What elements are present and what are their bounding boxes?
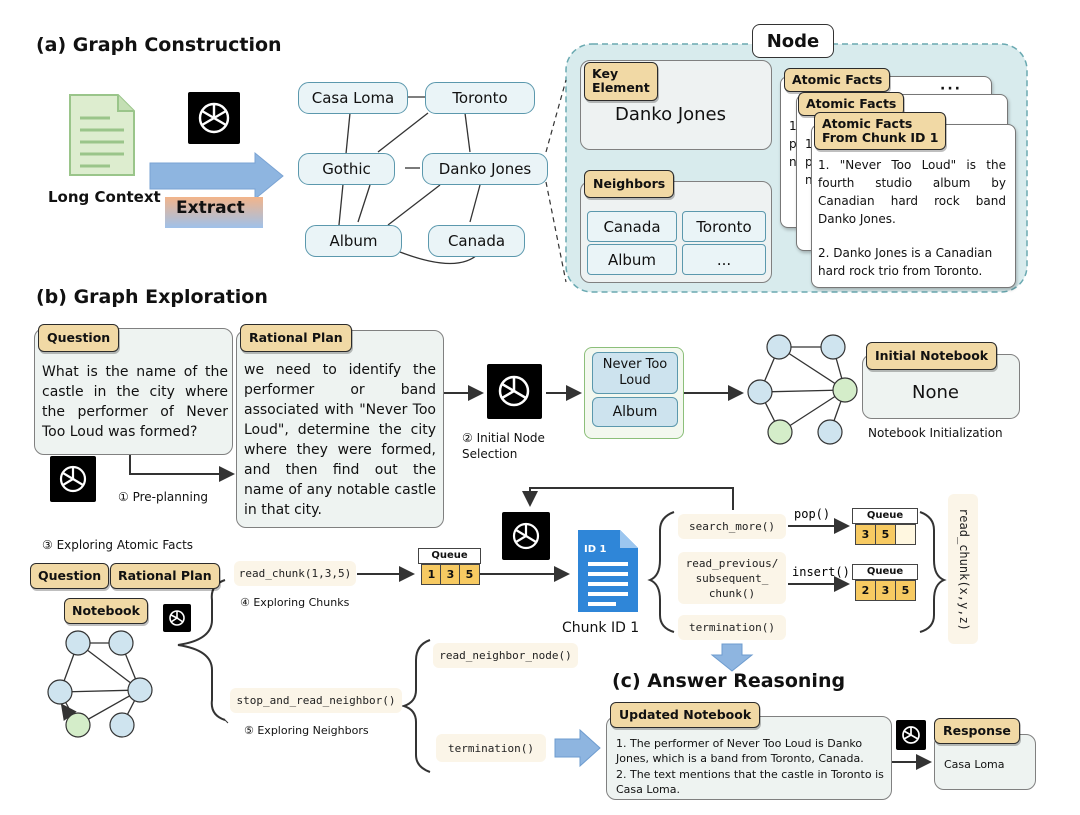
neighbor-more: ... [682, 244, 766, 275]
key-element-tag: Key Element [584, 62, 658, 101]
step-initial-node-selection: ② Initial Node Selection [462, 431, 545, 461]
plan-box [236, 330, 444, 528]
search-more-call: search_more() [678, 514, 786, 539]
brace-2 [647, 511, 675, 633]
section-title-reasoning: (c) Answer Reasoning [612, 670, 846, 692]
graph-node-canada: Canada [428, 225, 525, 257]
termination-call: termination() [678, 615, 786, 640]
right-arrow-icon [554, 728, 601, 768]
brace-3 [919, 511, 947, 633]
key-element-value: Danko Jones [615, 104, 726, 125]
graph-node-casa-loma: Casa Loma [298, 82, 408, 114]
atomic-facts-tag-back: Atomic Facts [784, 68, 891, 93]
neighbor-canada: Canada [587, 211, 677, 242]
chunk-document-icon [578, 530, 638, 612]
selected-node-album: Album [592, 397, 678, 427]
updated-notebook-text-1: 1. The performer of Never Too Loud is Da… [616, 737, 864, 765]
step-pre-planning: ① Pre-planning [118, 490, 209, 504]
read-chunk-xyz-call: read_chunk(x,y,z) [948, 494, 978, 644]
openai-icon [163, 604, 191, 632]
stop-and-read-neighbor-call: stop_and_read_neighbor() [230, 688, 402, 713]
exploration-graph-icon [47, 630, 153, 738]
neighbors-tag: Neighbors [584, 170, 675, 199]
initial-notebook-value: None [912, 382, 959, 403]
graph-node-toronto: Toronto [425, 82, 535, 114]
extract-band [165, 197, 263, 228]
atomic-fact-2: 2. Danko Jones is a Canadian hard rock t… [818, 246, 993, 278]
termination-neighbor-call: termination() [436, 734, 546, 762]
step-exploring-chunks: ④ Exploring Chunks [240, 596, 350, 609]
atomic-facts-tag-front: Atomic Facts From Chunk ID 1 [814, 112, 947, 150]
initial-notebook-tag: Initial Notebook [866, 342, 998, 371]
queue-after-pop: Queue 3 5 [852, 508, 918, 546]
notebook-initialization-label: Notebook Initialization [868, 426, 1003, 440]
extract-arrow [149, 151, 284, 201]
response-value: Casa Loma [944, 758, 1005, 771]
updated-notebook-tag: Updated Notebook [610, 702, 761, 729]
openai-icon [896, 720, 926, 750]
openai-icon [502, 512, 550, 560]
read-prev-next-call: read_previous/ subsequent_ chunk() [678, 552, 786, 604]
graph-icon [747, 334, 858, 445]
openai-icon [188, 92, 240, 144]
updated-notebook-box [606, 716, 892, 800]
brace-1 [177, 579, 226, 721]
brace-4 [400, 639, 431, 773]
chunk-label: Chunk ID 1 [562, 620, 640, 636]
selected-node-never-too-loud: Never Too Loud [592, 352, 678, 394]
step-exploring-neighbors: ⑤ Exploring Neighbors [244, 724, 369, 737]
plan-text: we need to identify the performer or ban… [244, 362, 436, 518]
graph-node-danko-jones: Danko Jones [422, 153, 548, 185]
response-tag: Response [934, 718, 1020, 745]
question-text: What is the name of the castle in the ci… [42, 364, 228, 440]
step-exploring-atomic-facts: ③ Exploring Atomic Facts [42, 538, 194, 552]
neighbor-album: Album [587, 244, 677, 275]
openai-icon [50, 456, 96, 502]
plan-small-tag: Rational Plan [110, 563, 220, 590]
down-arrow-icon [710, 643, 754, 672]
node-title: Node [752, 24, 834, 58]
updated-notebook-text-2: 2. The text mentions that the castle in … [616, 768, 884, 796]
neighbor-toronto: Toronto [682, 211, 766, 242]
plan-tag: Rational Plan [240, 324, 352, 353]
atomic-fact-1: 1. "Never Too Loud" is the fourth studio… [818, 158, 1006, 226]
queue-after-insert: Queue 2 3 5 [852, 564, 918, 602]
read-neighbor-node-call: read_neighbor_node() [433, 643, 578, 668]
atomic-card-front [811, 124, 1016, 288]
graph-node-album: Album [305, 225, 402, 257]
question-tag: Question [38, 324, 120, 353]
pop-label: pop() [794, 507, 830, 521]
document-icon [69, 94, 135, 176]
queue-initial: Queue 1 3 5 [418, 548, 481, 586]
extract-label: Extract [176, 198, 245, 218]
section-title-construction: (a) Graph Construction [36, 34, 282, 56]
read-chunk-call: read_chunk(1,3,5) [234, 561, 356, 586]
insert-label: insert() [792, 565, 850, 579]
openai-icon [487, 364, 542, 419]
atomic-dots: ··· [940, 81, 962, 97]
section-title-exploration: (b) Graph Exploration [36, 286, 268, 308]
notebook-small-tag: Notebook [64, 598, 148, 625]
long-context-label: Long Context [48, 188, 161, 206]
chunk-id-tag: ID 1 [584, 544, 607, 555]
question-small-tag: Question [30, 563, 110, 590]
graph-node-gothic: Gothic [298, 153, 395, 185]
